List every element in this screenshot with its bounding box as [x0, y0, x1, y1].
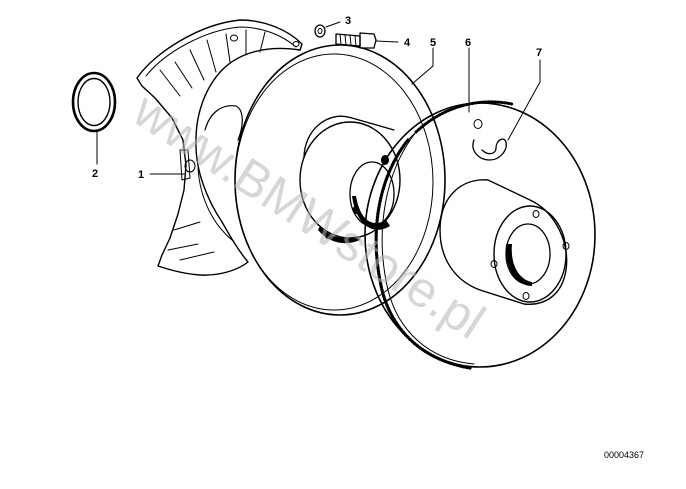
callout-labels: 1 2 3 4 5 6 7 — [92, 15, 542, 181]
part-4-bolt — [335, 32, 377, 49]
callout-4: 4 — [404, 37, 411, 49]
diagram-reference-code: 00004367 — [604, 450, 644, 460]
callout-5: 5 — [430, 37, 436, 49]
callout-6: 6 — [465, 37, 471, 49]
part-1-dust-shield — [136, 19, 303, 276]
part-5-brake-disc — [234, 44, 446, 316]
callout-1: 1 — [138, 169, 144, 181]
part-3-washer — [314, 24, 326, 38]
callout-7: 7 — [536, 47, 542, 59]
callout-3: 3 — [345, 15, 351, 27]
leader-lines — [96, 21, 541, 175]
part-2-sealing-ring — [71, 71, 117, 133]
part-7-spring-clip — [472, 138, 507, 161]
part-6-vented-brake-disc — [364, 100, 596, 370]
callout-2: 2 — [92, 168, 98, 180]
